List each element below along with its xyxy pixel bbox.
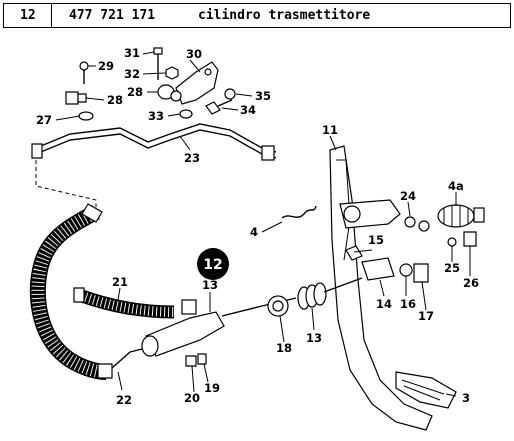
pedal-pad-ridge-2 — [403, 385, 441, 401]
label-13-lower: 13 — [306, 331, 322, 345]
pipe-connection-dashed — [35, 160, 97, 208]
nut-20[interactable] — [185, 355, 197, 367]
part-description: cilindro trasmettitore — [198, 8, 371, 23]
pipe-23-left-fitting — [31, 143, 43, 159]
leader-lines — [55, 51, 471, 397]
cylinder-outlet — [141, 335, 159, 357]
bolt-31-head[interactable] — [153, 47, 163, 55]
label-19: 19 — [204, 381, 220, 395]
label-30: 30 — [186, 47, 202, 61]
label-33: 33 — [148, 109, 164, 123]
cylinder-reservoir-port — [181, 299, 197, 315]
diagram-header: 12 477 721 171 cilindro trasmettitore — [0, 0, 514, 32]
clip-26[interactable] — [463, 231, 477, 247]
header-divider — [51, 3, 52, 28]
hose-22-outline — [29, 204, 107, 380]
spring-13[interactable] — [297, 282, 327, 310]
callout-circle — [197, 248, 229, 280]
bushing-16[interactable] — [399, 263, 413, 277]
bushing-28-left[interactable] — [65, 91, 79, 105]
boot-18[interactable] — [267, 295, 289, 317]
boot-4a-end — [473, 207, 485, 223]
label-21: 21 — [112, 275, 128, 289]
washer-33[interactable] — [179, 109, 193, 119]
label-26: 26 — [463, 276, 479, 290]
label-32: 32 — [124, 67, 140, 81]
pedal-pad-3[interactable] — [395, 371, 457, 409]
label-4a: 4a — [448, 179, 464, 193]
label-35: 35 — [255, 89, 271, 103]
label-27: 27 — [36, 113, 52, 127]
label-14: 14 — [376, 297, 392, 311]
label-20: 20 — [184, 391, 200, 405]
label-23: 23 — [184, 151, 200, 165]
label-18: 18 — [276, 341, 292, 355]
hose-22-pipe — [111, 347, 147, 369]
hose-22-bottom-fitting — [97, 363, 113, 379]
bushing-24-a[interactable] — [404, 216, 416, 228]
bolt-34-shank — [217, 99, 233, 107]
fork-14[interactable] — [361, 257, 395, 281]
label-22: 22 — [116, 393, 132, 407]
pin-15[interactable] — [345, 245, 363, 261]
hose-21-end — [73, 287, 85, 303]
page-number: 12 — [20, 8, 36, 23]
nut-35[interactable] — [224, 88, 236, 100]
label-24: 24 — [400, 189, 416, 203]
pushrod-link — [323, 277, 363, 293]
washer-19[interactable] — [197, 353, 207, 365]
callout-12[interactable]: 12 — [197, 248, 229, 280]
washer-27[interactable] — [78, 111, 94, 121]
label-34: 34 — [240, 103, 256, 117]
boot-4a[interactable] — [437, 204, 475, 228]
return-spring-4[interactable] — [281, 205, 317, 219]
bracket-30-hole — [204, 68, 212, 76]
bolt-29-head[interactable] — [79, 61, 89, 71]
hose-22-top-fitting — [81, 203, 103, 223]
bushing-28-left-inner — [77, 93, 87, 103]
pedal-pad — [395, 371, 457, 409]
label-11: 11 — [322, 123, 338, 137]
hose-22-texture — [31, 206, 107, 379]
label-25: 25 — [444, 261, 460, 275]
pipe-23[interactable] — [31, 123, 277, 161]
hose-22[interactable] — [29, 203, 147, 380]
nut-32[interactable] — [165, 66, 179, 80]
bolt-34-head[interactable] — [205, 101, 221, 115]
label-13-upper: 13 — [202, 278, 218, 292]
part-number: 477 721 171 — [69, 8, 156, 23]
pipe-23-upper — [35, 123, 277, 153]
spring-coil-3 — [313, 282, 327, 306]
boot-18-inner — [272, 300, 284, 312]
bushing-28-upper-inner — [170, 90, 182, 102]
pedal-arm-detail — [336, 159, 351, 261]
clip-17[interactable] — [413, 263, 429, 283]
label-31: 31 — [124, 46, 140, 60]
label-28-upper: 28 — [127, 85, 143, 99]
clip-25[interactable] — [447, 237, 457, 247]
header-frame — [3, 3, 511, 28]
callout-label: 12 — [203, 257, 222, 273]
label-17: 17 — [418, 309, 434, 323]
label-16: 16 — [400, 297, 416, 311]
label-29: 29 — [98, 59, 114, 73]
pedal-pad-ridge-1 — [401, 379, 445, 395]
pivot-assembly — [281, 199, 485, 293]
cylinder-body — [145, 311, 225, 357]
pipe-23-right-fitting — [261, 145, 275, 161]
bushing-24-b[interactable] — [418, 220, 430, 232]
hose-21[interactable] — [73, 287, 175, 319]
label-4: 4 — [250, 225, 258, 239]
pipe-23-lower — [35, 129, 277, 159]
label-3: 3 — [462, 391, 470, 405]
label-15: 15 — [368, 233, 384, 247]
boot-4a-ribs — [443, 206, 469, 226]
exploded-parts-diagram: 12 31 32 28 29 28 27 30 35 34 33 23 11 4… — [29, 46, 485, 431]
label-28-left: 28 — [107, 93, 123, 107]
pivot-bushing — [343, 205, 361, 223]
part-labels: 31 32 28 29 28 27 30 35 34 33 23 11 4a 2… — [36, 46, 479, 407]
hose-21-texture — [80, 291, 175, 317]
